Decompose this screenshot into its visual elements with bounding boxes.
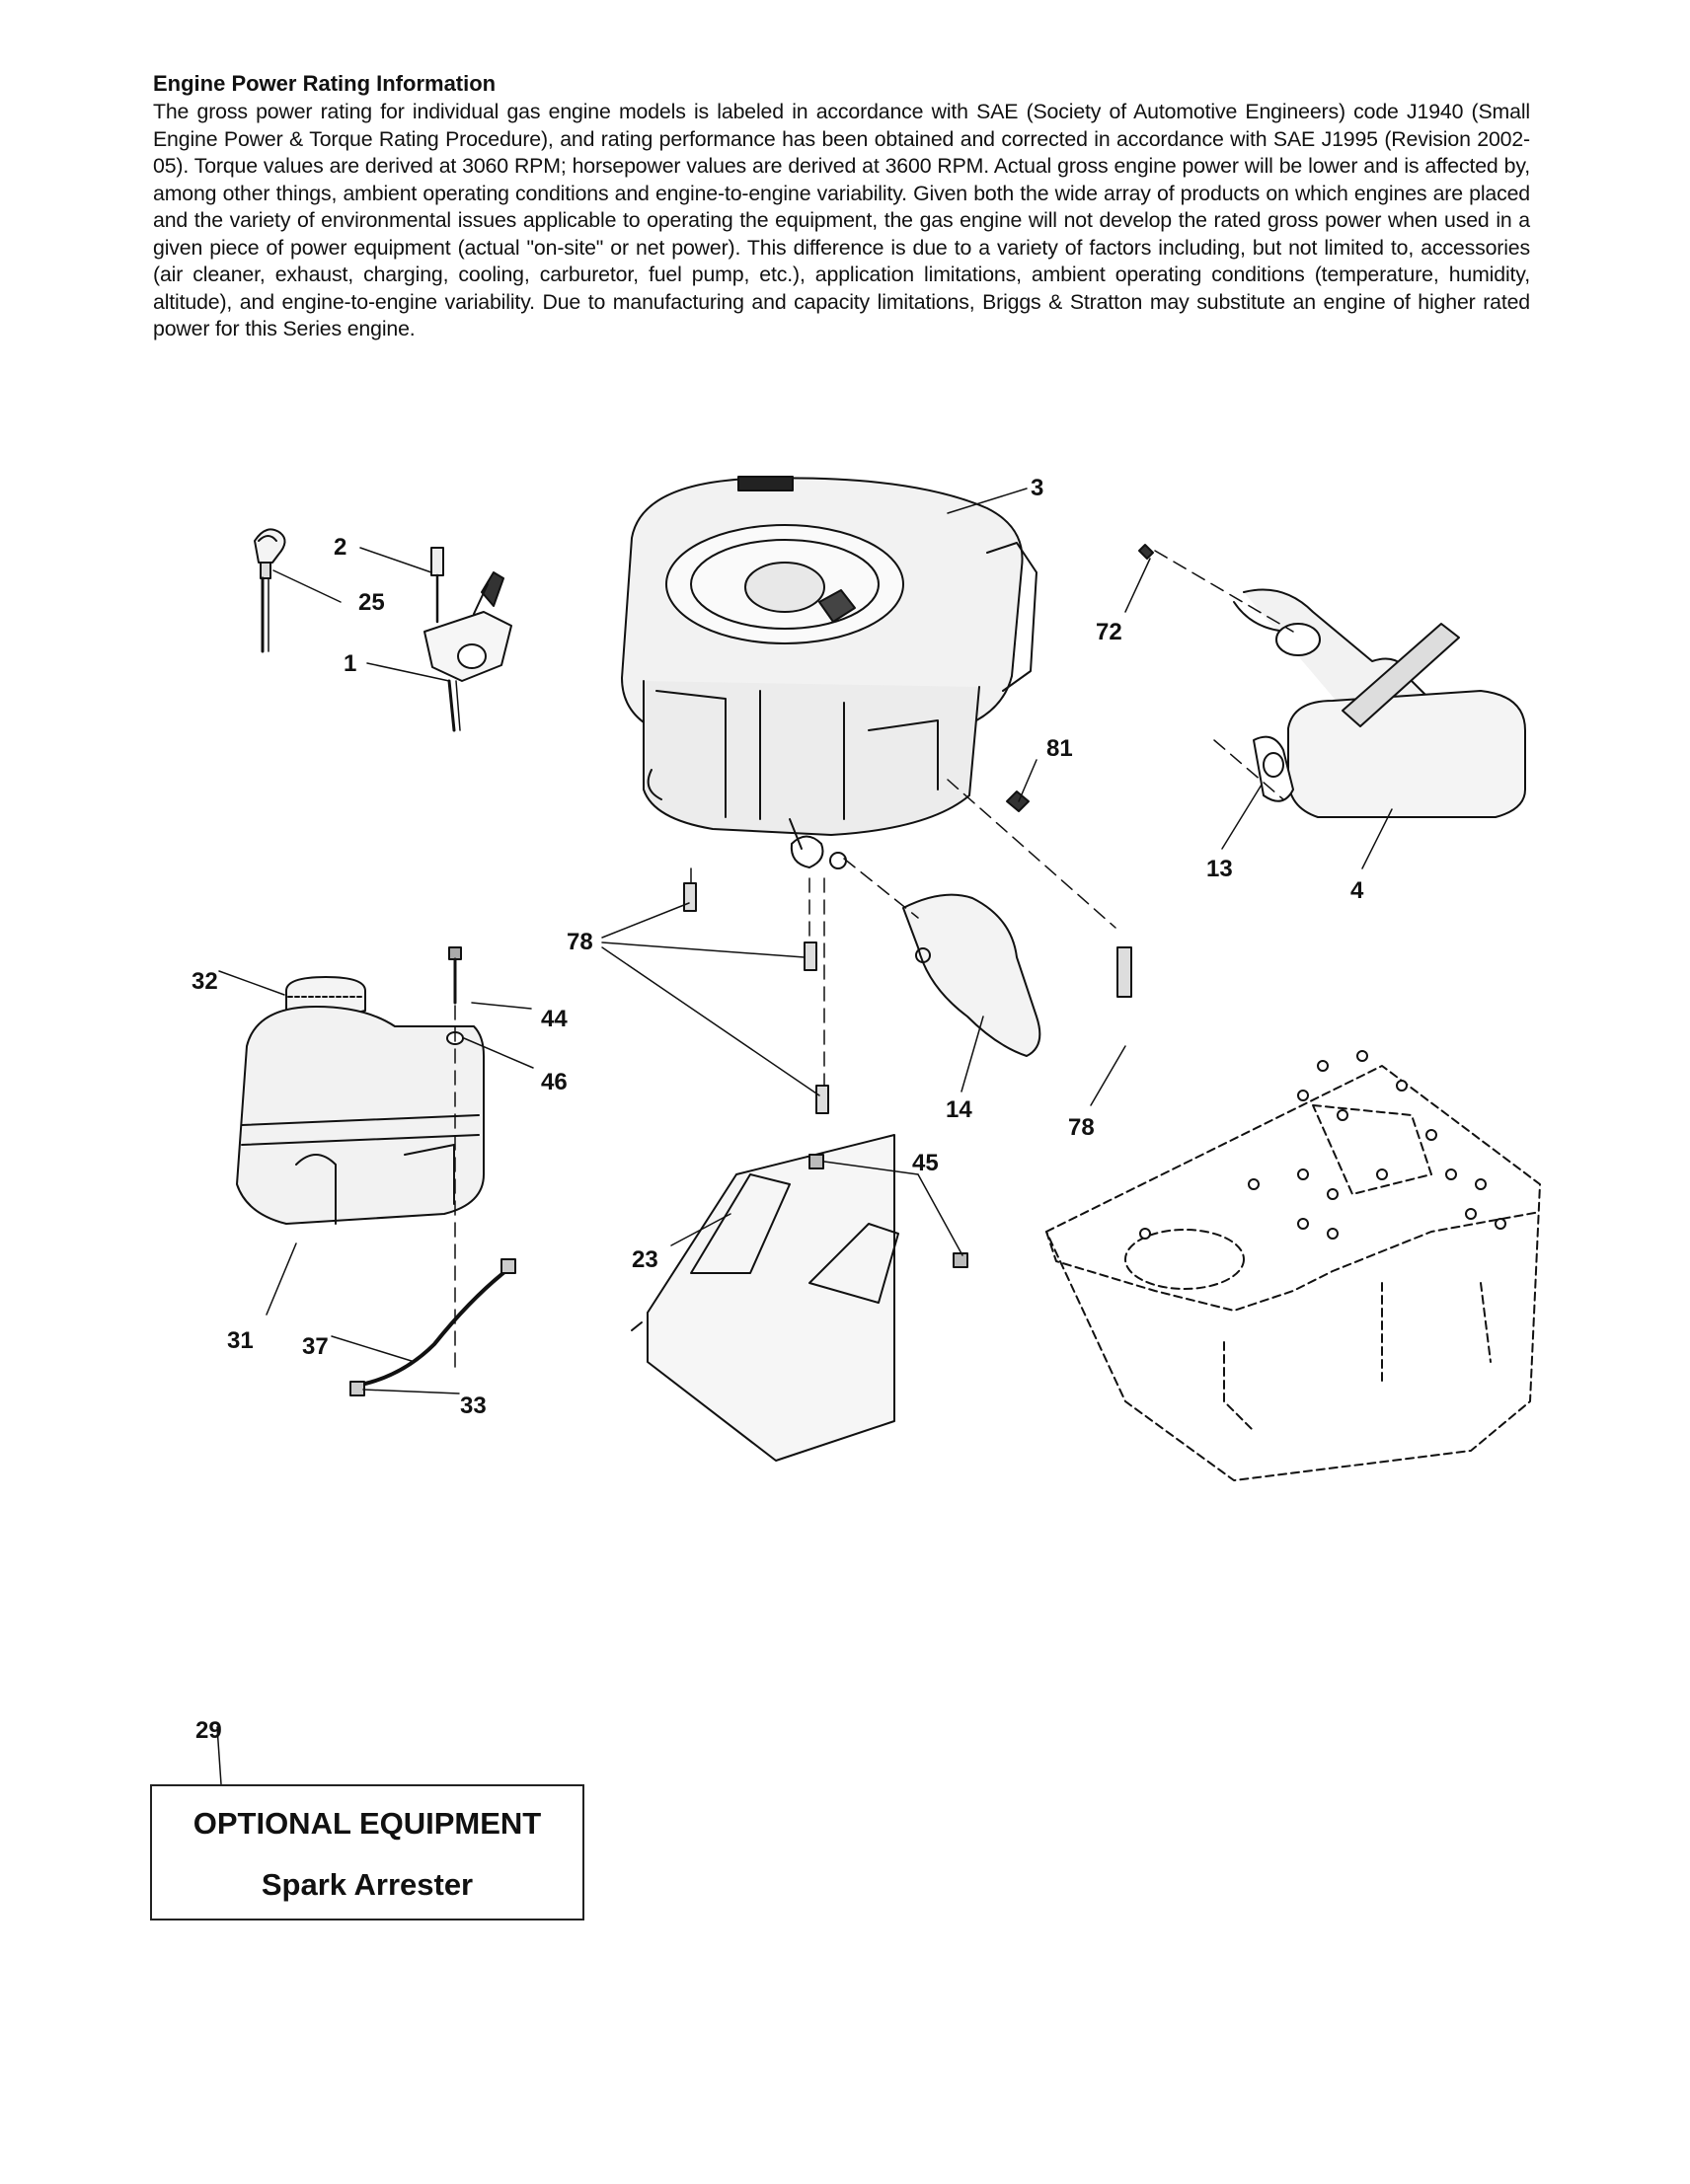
callout-78-engine: 78 bbox=[567, 929, 593, 955]
heat-shield-part bbox=[902, 893, 1041, 1057]
callout-3: 3 bbox=[1031, 475, 1043, 501]
dipstick-part bbox=[254, 528, 286, 653]
callout-25: 25 bbox=[358, 589, 385, 616]
callout-45: 45 bbox=[912, 1150, 939, 1176]
callout-1: 1 bbox=[344, 650, 356, 677]
callout-46: 46 bbox=[541, 1069, 568, 1095]
callout-29: 29 bbox=[195, 1717, 222, 1744]
power-rating-paragraph: The gross power rating for individual ga… bbox=[153, 100, 1530, 340]
callout-72: 72 bbox=[1096, 619, 1122, 645]
callout-81: 81 bbox=[1046, 735, 1073, 762]
callout-44: 44 bbox=[541, 1006, 568, 1032]
bolts-78-part bbox=[683, 882, 1132, 1114]
engine-part bbox=[621, 476, 1037, 869]
callout-2: 2 bbox=[334, 534, 346, 561]
optional-equipment-box: OPTIONAL EQUIPMENT Spark Arrester bbox=[150, 1784, 584, 1920]
callout-33: 33 bbox=[460, 1393, 487, 1419]
frame-part bbox=[1045, 1065, 1541, 1481]
assembly-lines bbox=[454, 550, 1294, 1373]
spark-arrester-label: Spark Arrester bbox=[261, 1867, 474, 1902]
engine-shield-part bbox=[631, 1134, 968, 1462]
callout-14: 14 bbox=[946, 1096, 972, 1123]
callout-4: 4 bbox=[1350, 877, 1364, 904]
frame-holes bbox=[1139, 1050, 1506, 1240]
fuel-tank-part bbox=[236, 976, 516, 1396]
callout-78-shield: 78 bbox=[1068, 1114, 1095, 1141]
callout-13: 13 bbox=[1206, 856, 1233, 882]
leader-lines bbox=[216, 488, 1393, 1785]
callout-37: 37 bbox=[302, 1333, 329, 1360]
callout-labels: 2 25 1 3 72 81 13 4 78 32 44 46 14 78 45… bbox=[192, 475, 1364, 1419]
callout-32: 32 bbox=[192, 968, 218, 995]
callout-23: 23 bbox=[632, 1246, 658, 1273]
throttle-bracket-part bbox=[423, 547, 512, 732]
section-heading: Engine Power Rating Information bbox=[153, 71, 497, 96]
callout-31: 31 bbox=[227, 1327, 254, 1354]
optional-equipment-title: OPTIONAL EQUIPMENT bbox=[192, 1806, 542, 1841]
muffler-part bbox=[1006, 544, 1526, 818]
